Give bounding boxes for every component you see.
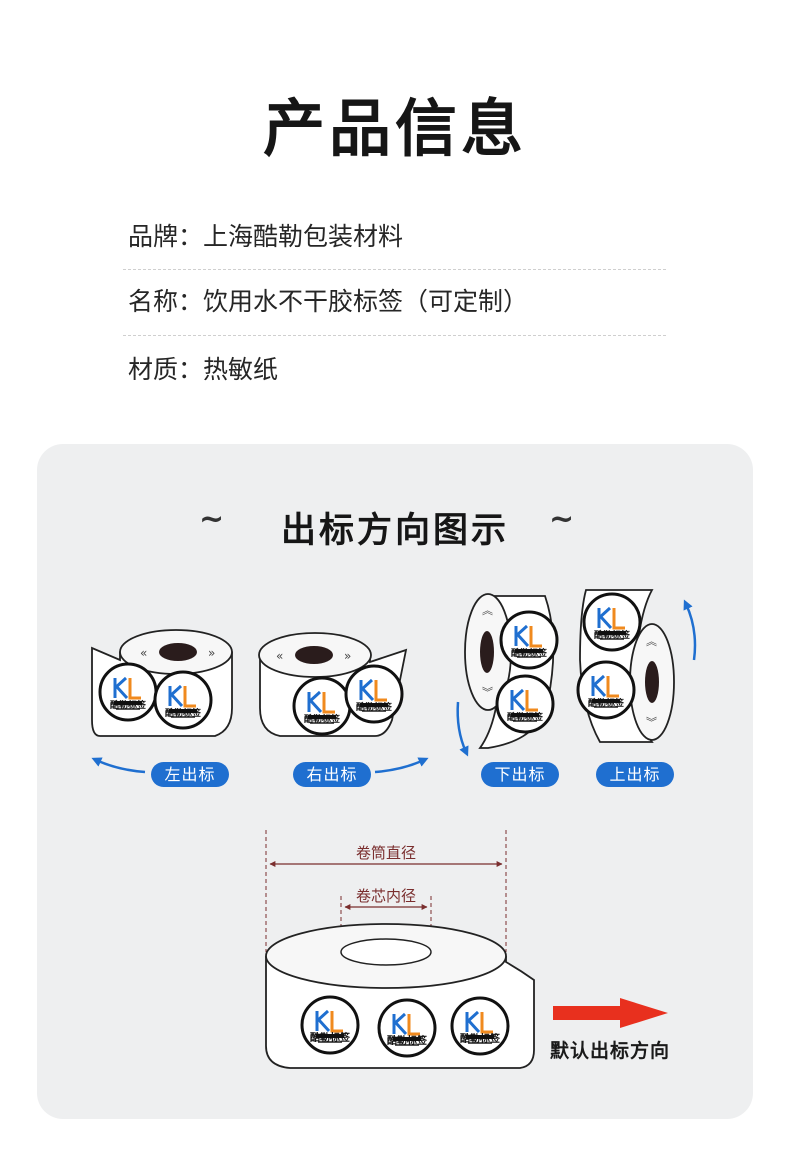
info-value: 饮用水不干胶标签（可定制）	[203, 287, 529, 316]
pill-top-exit: 上出标	[596, 762, 674, 787]
logo-name-text: 酷勒标签	[356, 701, 393, 713]
label-logo	[499, 610, 559, 670]
svg-text:︾: ︾	[482, 686, 493, 699]
svg-text:«: «	[140, 646, 147, 660]
label-logo	[300, 995, 360, 1055]
roll-right-exit: « »	[258, 632, 429, 774]
logo-name-text: 酷勒标签	[310, 1031, 351, 1044]
info-row-brand: 品牌：上海酷勒包装材料	[128, 205, 666, 269]
tilde-decoration-right: ~	[549, 502, 575, 537]
logo-name-text: 酷勒标签	[165, 707, 202, 719]
arrow-up-icon	[683, 599, 697, 661]
panel-title: 出标方向图示	[280, 511, 509, 551]
svg-text:︽: ︽	[646, 635, 657, 648]
info-value: 上海酷勒包装材料	[203, 222, 404, 251]
info-divider	[123, 269, 666, 270]
roll-dimension-diagram	[265, 830, 668, 1069]
info-key: 名称	[128, 287, 179, 316]
label-logo	[98, 662, 158, 722]
label-logo	[576, 660, 636, 720]
info-divider	[123, 335, 666, 336]
arrow-right-icon	[374, 757, 429, 774]
logo-name-text: 酷勒标签	[387, 1034, 428, 1047]
info-value: 热敏纸	[203, 355, 279, 384]
logo-name-text: 酷勒标签	[460, 1032, 501, 1045]
page-title: 产品信息	[262, 92, 527, 165]
label-logo	[495, 674, 555, 734]
roll-top-exit: ︽ ︾	[576, 589, 697, 743]
outer-diameter-label: 卷筒直径	[356, 844, 416, 862]
logo-name-text: 酷勒标签	[588, 697, 625, 709]
label-logo	[450, 996, 510, 1056]
label-logo	[582, 592, 642, 652]
pill-left-exit: 左出标	[151, 762, 229, 787]
info-key: 品牌	[128, 222, 179, 251]
pill-right-exit: 右出标	[293, 762, 371, 787]
roll-bottom-exit: ︽ ︾	[456, 593, 559, 757]
logo-name-text: 酷勒标签	[304, 713, 341, 725]
logo-texts: 酷勒标签 酷勒标签 酷勒标签 酷勒标签 酷勒标签 酷勒标签 酷勒标签 酷勒标签 …	[110, 629, 631, 1047]
svg-text:︾: ︾	[646, 716, 657, 729]
svg-text:»: »	[344, 649, 351, 663]
logo-name-text: 酷勒标签	[507, 711, 544, 723]
label-logo	[344, 664, 404, 724]
info-key: 材质	[128, 355, 179, 384]
info-row-material: 材质：热敏纸	[128, 338, 666, 402]
arrow-left-icon	[91, 757, 146, 774]
logo-name-text: 酷勒标签	[594, 629, 631, 641]
label-logo	[377, 998, 437, 1058]
arrow-right-red-icon	[553, 998, 668, 1028]
svg-text:«: «	[276, 649, 283, 663]
label-logo	[153, 670, 213, 730]
default-direction-label: 默认出标方向	[550, 1040, 671, 1062]
inner-core-label: 卷芯内径	[356, 887, 416, 905]
info-separator: ：	[178, 222, 204, 251]
logo-name-text: 酷勒标签	[511, 647, 548, 659]
roll-left-exit: « »	[91, 629, 233, 774]
svg-text:»: »	[208, 646, 215, 660]
svg-text:︽: ︽	[482, 604, 493, 617]
pill-bottom-exit: 下出标	[481, 762, 559, 787]
info-separator: ：	[178, 287, 204, 316]
label-logo	[292, 676, 352, 736]
logo-name-text: 酷勒标签	[110, 699, 147, 711]
info-row-name: 名称：饮用水不干胶标签（可定制）	[128, 270, 666, 334]
info-separator: ：	[178, 355, 204, 384]
tilde-decoration-left: ~	[199, 502, 225, 537]
arrow-down-icon	[456, 701, 469, 757]
